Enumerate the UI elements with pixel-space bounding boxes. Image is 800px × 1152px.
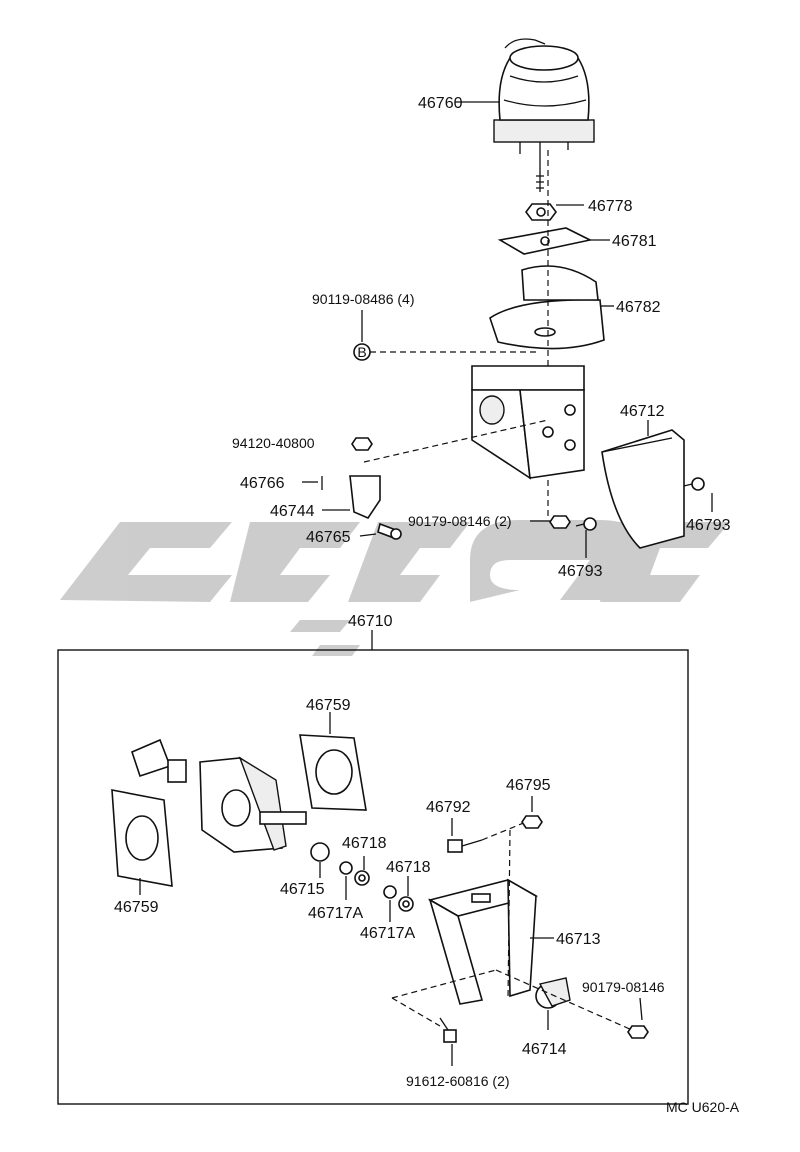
plate-46781 [497, 227, 593, 255]
main-bracket [471, 365, 585, 480]
bolt-46793-right [683, 477, 705, 491]
label-90179-08146: 90179-08146 [582, 979, 665, 995]
watermark-logo [60, 520, 730, 656]
nut-90179-2 [549, 515, 571, 529]
label-91612: 91612-60816 (2) [406, 1073, 510, 1089]
label-46759-upper: 46759 [306, 697, 351, 714]
nut-46795 [521, 815, 543, 829]
bushing-46715 [310, 842, 330, 862]
label-46744: 46744 [270, 503, 315, 520]
bolt-B-icon: B [353, 343, 371, 361]
nut-90179-08146 [627, 1025, 649, 1039]
bracket-46782 [489, 265, 605, 350]
label-46793-right: 46793 [686, 517, 731, 534]
label-46793-lower: 46793 [558, 563, 603, 580]
label-46781: 46781 [612, 233, 657, 250]
gasket-46759-upper [299, 734, 367, 811]
label-46778: 46778 [588, 198, 633, 215]
label-46766: 46766 [240, 475, 285, 492]
label-46712: 46712 [620, 403, 665, 420]
label-46718-b: 46718 [386, 859, 431, 876]
label-46795: 46795 [506, 777, 551, 794]
washer-46718-a [354, 870, 370, 886]
label-46782: 46782 [616, 299, 661, 316]
washer-46717A-b [383, 885, 397, 899]
label-90179-2: 90179-08146 (2) [408, 513, 512, 529]
label-46714: 46714 [522, 1041, 567, 1058]
diagram-code: MC U620-A [666, 1099, 740, 1115]
assembly-box [57, 649, 689, 1105]
gasket-46759-lower [111, 789, 173, 887]
label-46760: 46760 [418, 95, 463, 112]
actuator-46760 [493, 38, 595, 192]
label-46713: 46713 [556, 931, 601, 948]
label-94120: 94120-40800 [232, 435, 315, 451]
nut-94120 [351, 437, 373, 451]
label-46717A-a: 46717A [308, 905, 363, 922]
pin-46765 [377, 522, 402, 540]
arm-46714 [535, 977, 571, 1009]
svg-text:B: B [357, 344, 366, 360]
housing-body [199, 756, 307, 853]
cover-46712 [601, 429, 685, 549]
bolt-46793-lower [575, 517, 597, 531]
label-90119: 90119-08486 (4) [312, 291, 414, 307]
label-46717A-b: 46717A [360, 925, 415, 942]
lever-46744 [349, 475, 381, 519]
washer-46717A-a [339, 861, 353, 875]
label-46759-lower: 46759 [114, 899, 159, 916]
label-46715: 46715 [280, 881, 325, 898]
bolt-46792 [447, 839, 483, 853]
nut-46778 [525, 203, 557, 221]
washer-46718-b [398, 896, 414, 912]
label-46765: 46765 [306, 529, 351, 546]
label-46792: 46792 [426, 799, 471, 816]
label-46718-a: 46718 [342, 835, 387, 852]
small-cap-part [131, 738, 187, 783]
bolt-91612 [439, 1017, 457, 1043]
bracket-46713 [427, 878, 539, 1005]
label-46710: 46710 [348, 613, 393, 630]
